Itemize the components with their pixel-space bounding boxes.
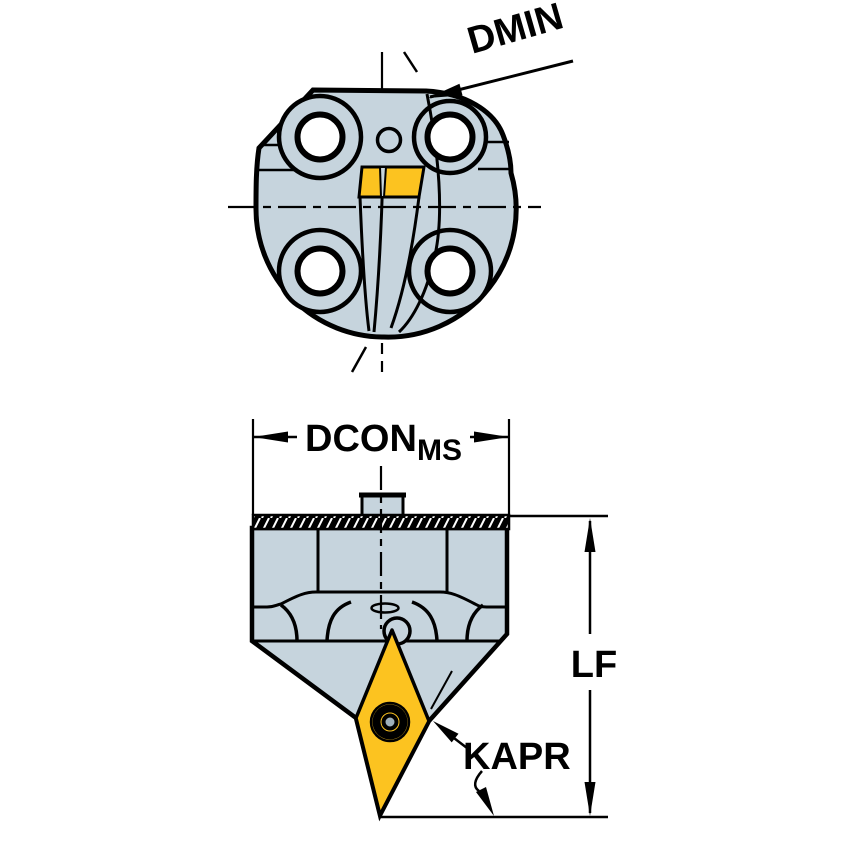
dimension-kapr: KAPR — [433, 721, 571, 816]
drive-stud — [360, 493, 405, 518]
kapr-arrowhead-baseline — [476, 787, 494, 816]
insert-screw-ring — [372, 704, 408, 740]
bolt-hole — [424, 245, 476, 297]
dmin-label: DMIN — [463, 0, 568, 63]
dimension-dcon: DCON MS — [251, 418, 511, 515]
center-pin-hole — [375, 126, 403, 154]
dcon-label: DCON — [305, 418, 417, 460]
lf-arrowhead-top — [584, 518, 596, 552]
dcon-arrowhead-left — [253, 431, 288, 443]
front-view — [249, 466, 511, 822]
kapr-arrowhead-insert — [433, 721, 459, 743]
insert-split-gap — [378, 166, 388, 198]
lf-arrowhead-bottom — [584, 782, 596, 816]
axis-tick-top — [402, 51, 419, 73]
bolt-hole — [424, 111, 476, 163]
lf-label: LF — [571, 644, 617, 686]
dimension-lf: LF — [381, 514, 617, 819]
kapr-leader-arc — [473, 770, 483, 793]
dmin-arrowhead — [428, 83, 463, 98]
blade-sweep-line — [389, 196, 421, 329]
center-recess — [370, 602, 400, 614]
kapr-label: KAPR — [463, 736, 571, 778]
clamp-lobe-curve — [411, 600, 439, 642]
axis-tick-bottom — [350, 346, 368, 373]
clamp-lobe-curve — [465, 603, 485, 642]
clamp-lobe-curve — [279, 603, 299, 642]
dimension-dmin: DMIN — [428, 0, 574, 99]
pocket-edge-line — [430, 670, 453, 710]
insert-top-view — [357, 165, 426, 199]
bolt-hole — [294, 111, 346, 163]
bolt-hole — [294, 245, 346, 297]
insert-screw-socket — [381, 713, 399, 731]
dcon-subscript-label: MS — [417, 434, 462, 467]
dcon-arrowhead-right — [474, 431, 509, 443]
top-view — [228, 51, 541, 377]
clamp-lobe-curve — [325, 600, 352, 642]
insert-screw-outer-ring — [369, 701, 411, 743]
blade-sweep-line — [358, 196, 371, 332]
